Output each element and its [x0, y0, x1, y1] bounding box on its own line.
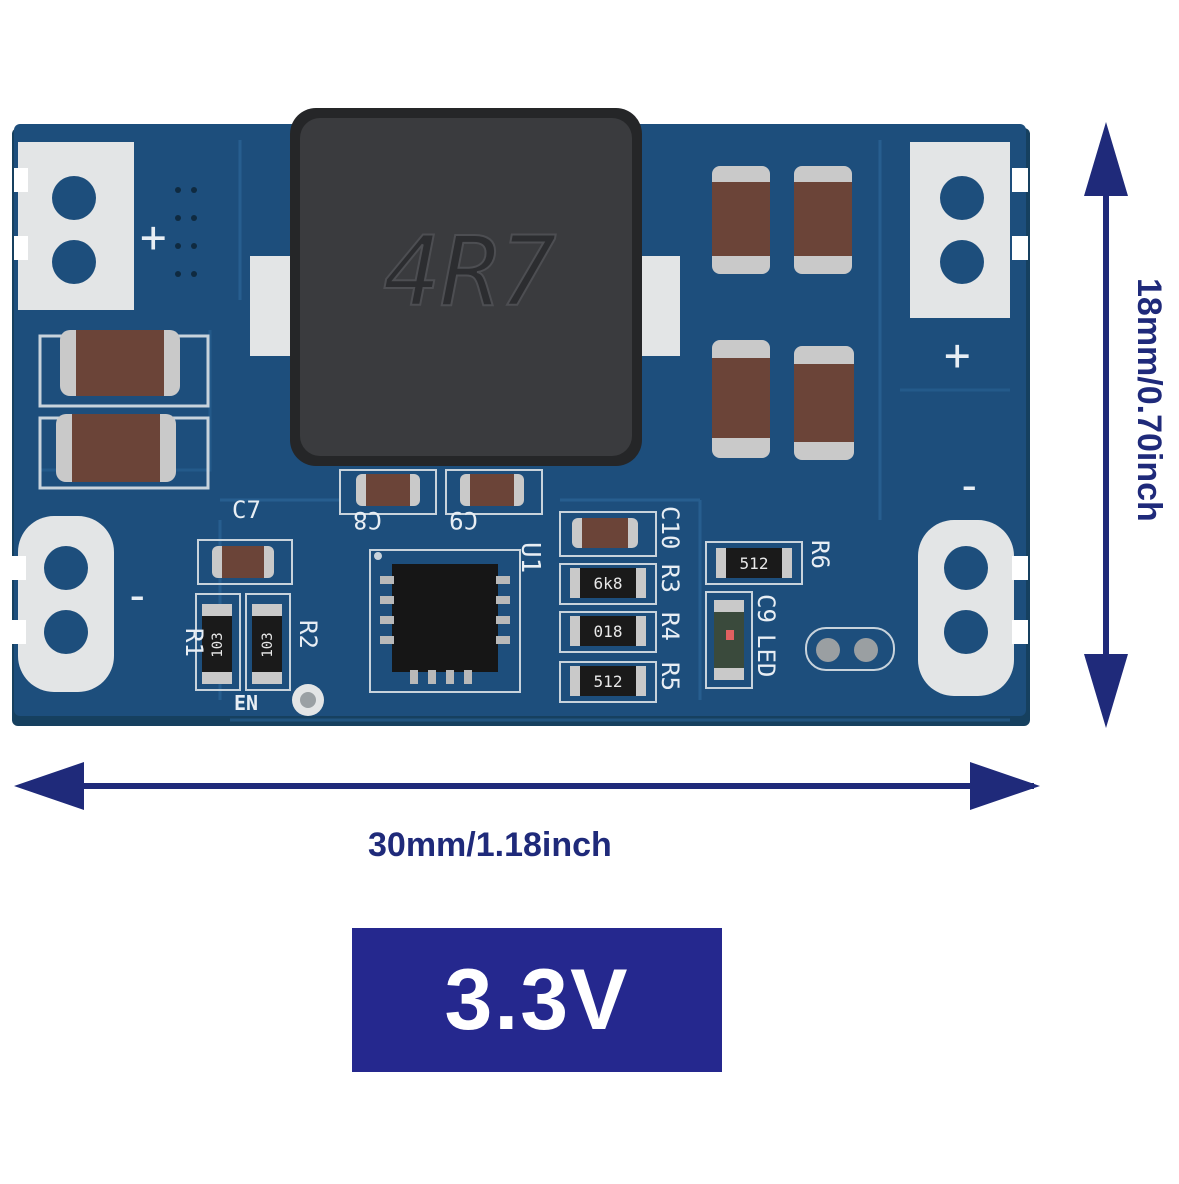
resistor-r3: 6k8 [559, 563, 657, 605]
arrow-left-icon [14, 762, 84, 810]
label-led: LED [752, 634, 780, 677]
label-plus-left: + [140, 212, 167, 263]
label-c10: C10 [656, 506, 684, 549]
arrow-right-icon [970, 762, 1040, 810]
capacitor-c10 [559, 511, 657, 557]
capacitor-c9 [445, 469, 543, 515]
label-minus-left: - [124, 570, 151, 621]
capacitor-right-1 [712, 166, 770, 274]
resistor-r6: 512 [705, 541, 803, 585]
width-arrow [14, 762, 1040, 810]
label-c7: C7 [232, 496, 261, 524]
terminal-pad-bottom-left [12, 516, 114, 692]
resistor-r4: 018 [559, 611, 657, 653]
resistor-r6-code: 512 [740, 554, 769, 573]
silkscreen-labels: C7 C8 C9 C10 R3 R4 R5 R6 C9 LED R1 R2 EN… [124, 212, 983, 715]
terminal-pad-top-left [14, 142, 134, 310]
label-plus-right: + [944, 330, 971, 381]
label-minus-right: - [956, 460, 983, 511]
resistor-r5-code: 512 [594, 672, 623, 691]
arrow-up-icon [1084, 122, 1128, 196]
capacitor-right-3 [712, 340, 770, 458]
label-r2: R2 [294, 620, 322, 649]
resistor-r2-code: 103 [260, 632, 276, 657]
label-c9: C9 [449, 506, 478, 534]
resistor-r5: 512 [559, 661, 657, 703]
resistor-r1-code: 103 [210, 632, 226, 657]
label-c8: C8 [353, 506, 382, 534]
height-arrow [1084, 122, 1128, 728]
label-u1: U1 [515, 542, 545, 573]
led [705, 591, 753, 689]
label-c9-led: C9 [752, 594, 780, 623]
width-dimension-label: 30mm/1.18inch [368, 826, 612, 864]
capacitor-right-4 [794, 346, 854, 460]
label-en: EN [234, 691, 258, 715]
terminal-pad-bottom-right [918, 520, 1028, 696]
height-dimension-label: 18mm/0.70inch [1130, 278, 1168, 522]
voltage-badge: 3.3V [352, 928, 722, 1072]
label-r6: R6 [806, 540, 834, 569]
solder-jumper [805, 627, 895, 671]
resistor-r1: 103 [195, 593, 241, 691]
resistor-r3-code: 6k8 [594, 574, 623, 593]
label-r4: R4 [656, 612, 684, 641]
capacitor-c7 [197, 539, 293, 585]
label-r3: R3 [656, 564, 684, 593]
inductor-marking: 4R7 [383, 216, 556, 328]
inductor: 4R7 [250, 108, 680, 466]
terminal-pad-top-right [910, 142, 1028, 318]
label-r5: R5 [656, 662, 684, 691]
arrow-down-icon [1084, 654, 1128, 728]
en-pad [292, 684, 324, 716]
capacitor-c8 [339, 469, 437, 515]
ic-u1 [369, 549, 521, 693]
capacitor-right-2 [794, 166, 852, 274]
capacitor-left-bottom [38, 414, 210, 490]
capacitor-left-top [38, 330, 210, 408]
resistor-r2: 103 [245, 593, 291, 691]
resistor-r4-code: 018 [594, 622, 623, 641]
via-dots [175, 187, 197, 277]
label-r1: R1 [180, 628, 208, 657]
